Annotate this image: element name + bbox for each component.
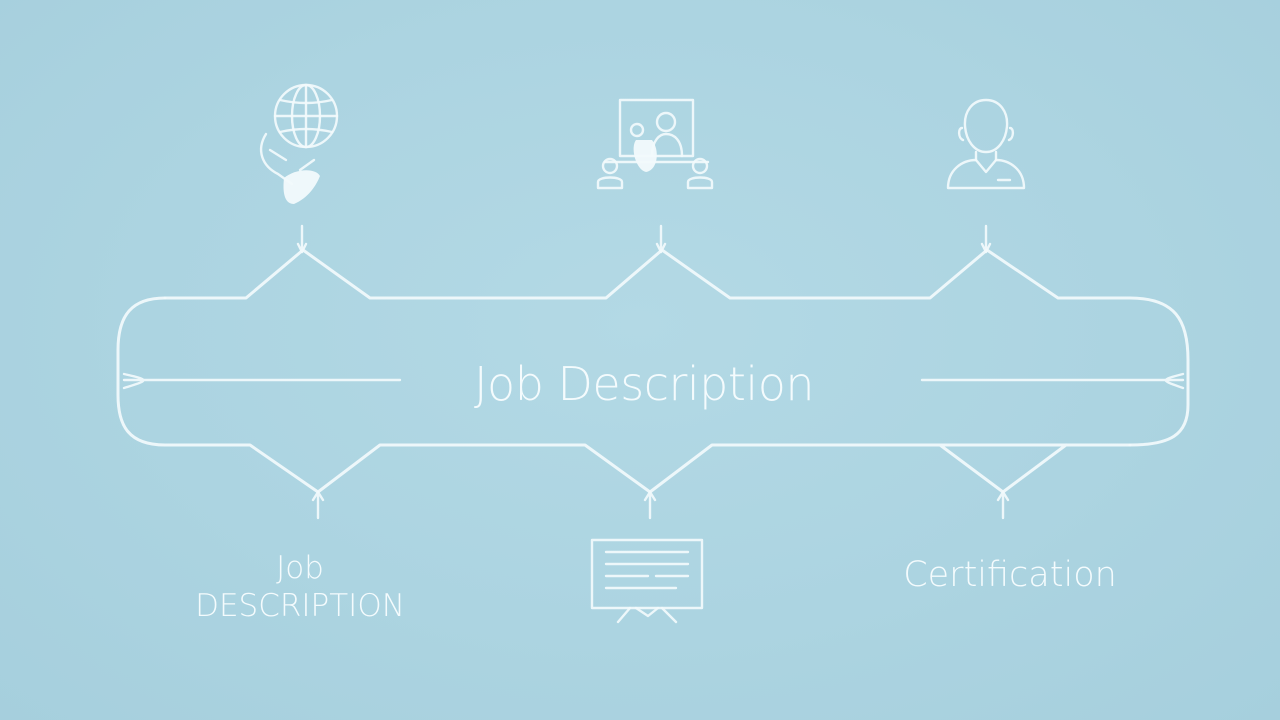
capsule-bottom-outline xyxy=(116,296,1132,494)
certification-label: Certification xyxy=(903,555,1117,595)
capsule-right-bar xyxy=(920,372,1185,390)
job-label-line2: DESCRIPTION xyxy=(195,588,405,624)
globe-handshake-icon xyxy=(259,83,339,204)
diagram-title: Job Description xyxy=(474,357,814,411)
bottom-stub-1 xyxy=(311,490,325,520)
monitor-text-icon xyxy=(590,538,704,624)
bottom-stub-3 xyxy=(996,490,1010,520)
person-bust-icon xyxy=(946,98,1026,190)
capsule-top-outline xyxy=(163,248,1190,447)
presentation-board-icon xyxy=(596,98,714,190)
job-label-line1: Job xyxy=(276,550,324,586)
top-stub-2 xyxy=(655,224,667,254)
capsule-left-bar xyxy=(122,372,402,390)
central-capsule xyxy=(116,224,1190,520)
job-description-label: Job DESCRIPTION xyxy=(195,550,405,624)
bottom-stub-2 xyxy=(643,490,657,520)
top-stub-3 xyxy=(980,224,992,254)
top-stub-1 xyxy=(296,224,308,254)
